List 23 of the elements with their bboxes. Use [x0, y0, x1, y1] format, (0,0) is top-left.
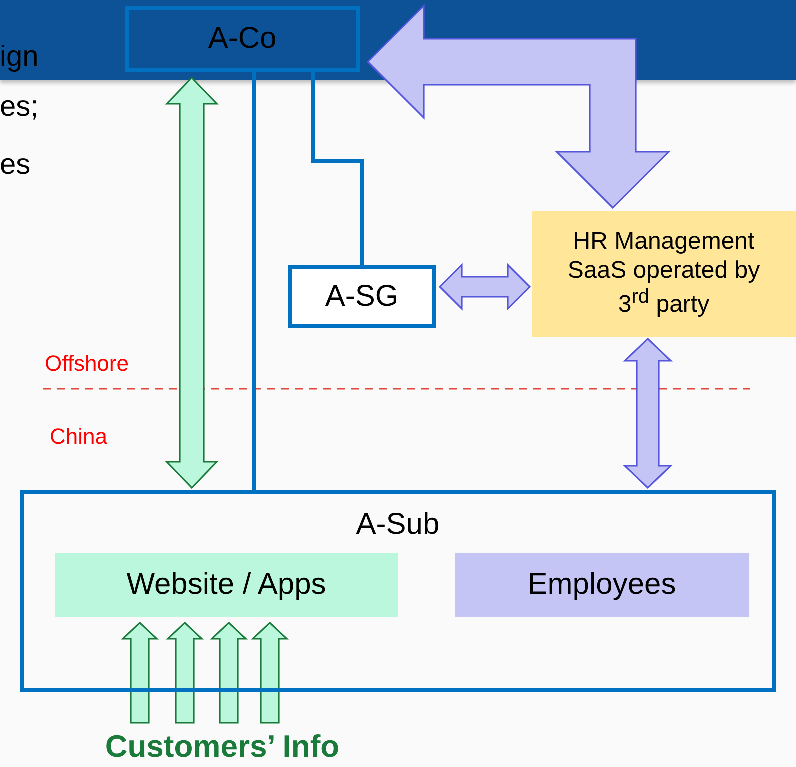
- double-block-arrow: [623, 338, 673, 490]
- group-box: Employees: [455, 553, 749, 617]
- block-arrow: [210, 622, 248, 724]
- entity-box: A-SG: [288, 265, 436, 328]
- service-box: HR Management SaaS operated by 3$^{rd}$ party: [532, 211, 796, 337]
- connector-line: [311, 72, 364, 265]
- block-arrow: [166, 622, 204, 724]
- body-text: ign: [0, 42, 39, 74]
- block-arrow: [120, 622, 160, 724]
- double-block-arrow: [366, 4, 671, 210]
- connector-line: [252, 72, 256, 490]
- source-label: Customers’ Info: [70, 727, 375, 767]
- system-box: Website / Apps: [55, 553, 398, 617]
- entity-container: [20, 490, 776, 692]
- region-label: Offshore: [45, 352, 129, 376]
- entity-box: A-Co: [125, 6, 360, 72]
- block-arrow: [250, 622, 290, 724]
- container-title: A-Sub: [356, 508, 440, 541]
- double-block-arrow: [165, 76, 219, 490]
- double-block-arrow: [438, 263, 532, 311]
- body-text: es: [0, 150, 31, 182]
- region-label: China: [50, 425, 108, 450]
- body-text: es;: [0, 92, 39, 124]
